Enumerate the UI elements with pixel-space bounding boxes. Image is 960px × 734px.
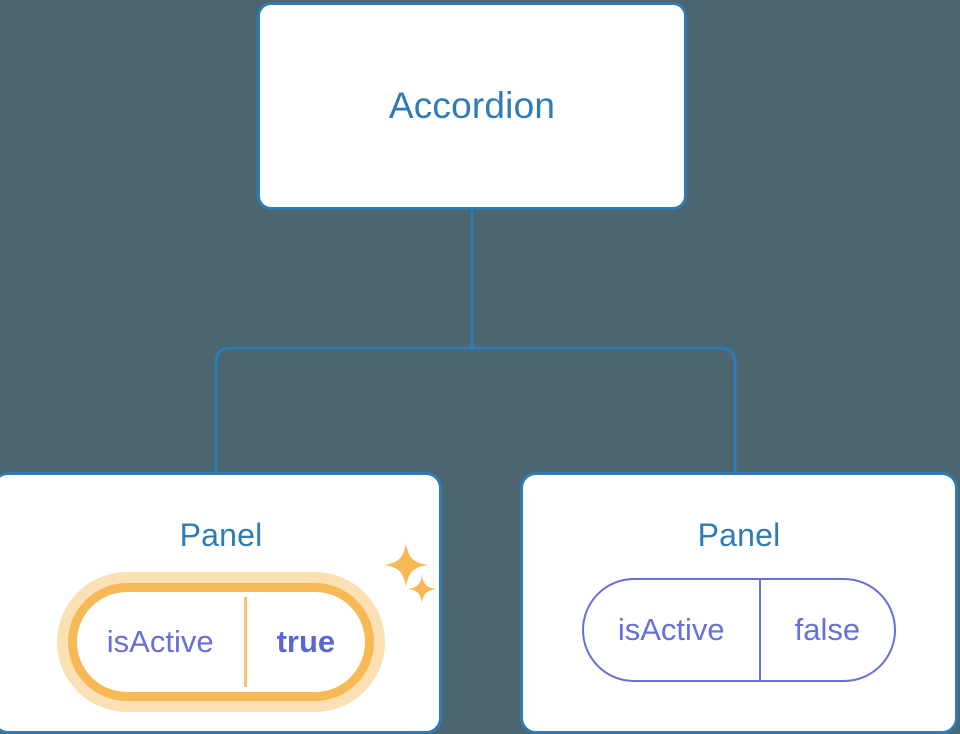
prop-pill-active-ring: isActive true xyxy=(67,583,375,701)
prop-key-isactive-true: isActive xyxy=(106,624,214,659)
node-panel-active[interactable]: Panel isActive true xyxy=(0,472,442,734)
prop-pill-inactive-wrap: isActive false xyxy=(523,554,955,682)
node-panel-inactive[interactable]: Panel isActive false xyxy=(520,472,958,734)
prop-value-true: true xyxy=(276,624,336,659)
prop-pill-divider xyxy=(243,597,247,687)
node-panel-active-label: Panel xyxy=(179,517,263,553)
connector-branch-bar xyxy=(214,346,737,472)
prop-pill-inactive[interactable]: isActive false xyxy=(581,578,897,682)
prop-pill-active[interactable]: isActive true xyxy=(56,572,386,712)
node-accordion-label: Accordion xyxy=(388,85,556,126)
prop-pill-active-inner: isActive true xyxy=(76,592,366,692)
prop-key-isactive-false: isActive xyxy=(617,612,725,647)
node-panel-inactive-label: Panel xyxy=(697,517,781,553)
prop-pill-active-wrap: isActive true xyxy=(0,554,439,712)
node-accordion[interactable]: Accordion xyxy=(257,2,687,210)
prop-pill-divider xyxy=(758,580,761,680)
prop-value-false: false xyxy=(794,612,861,647)
